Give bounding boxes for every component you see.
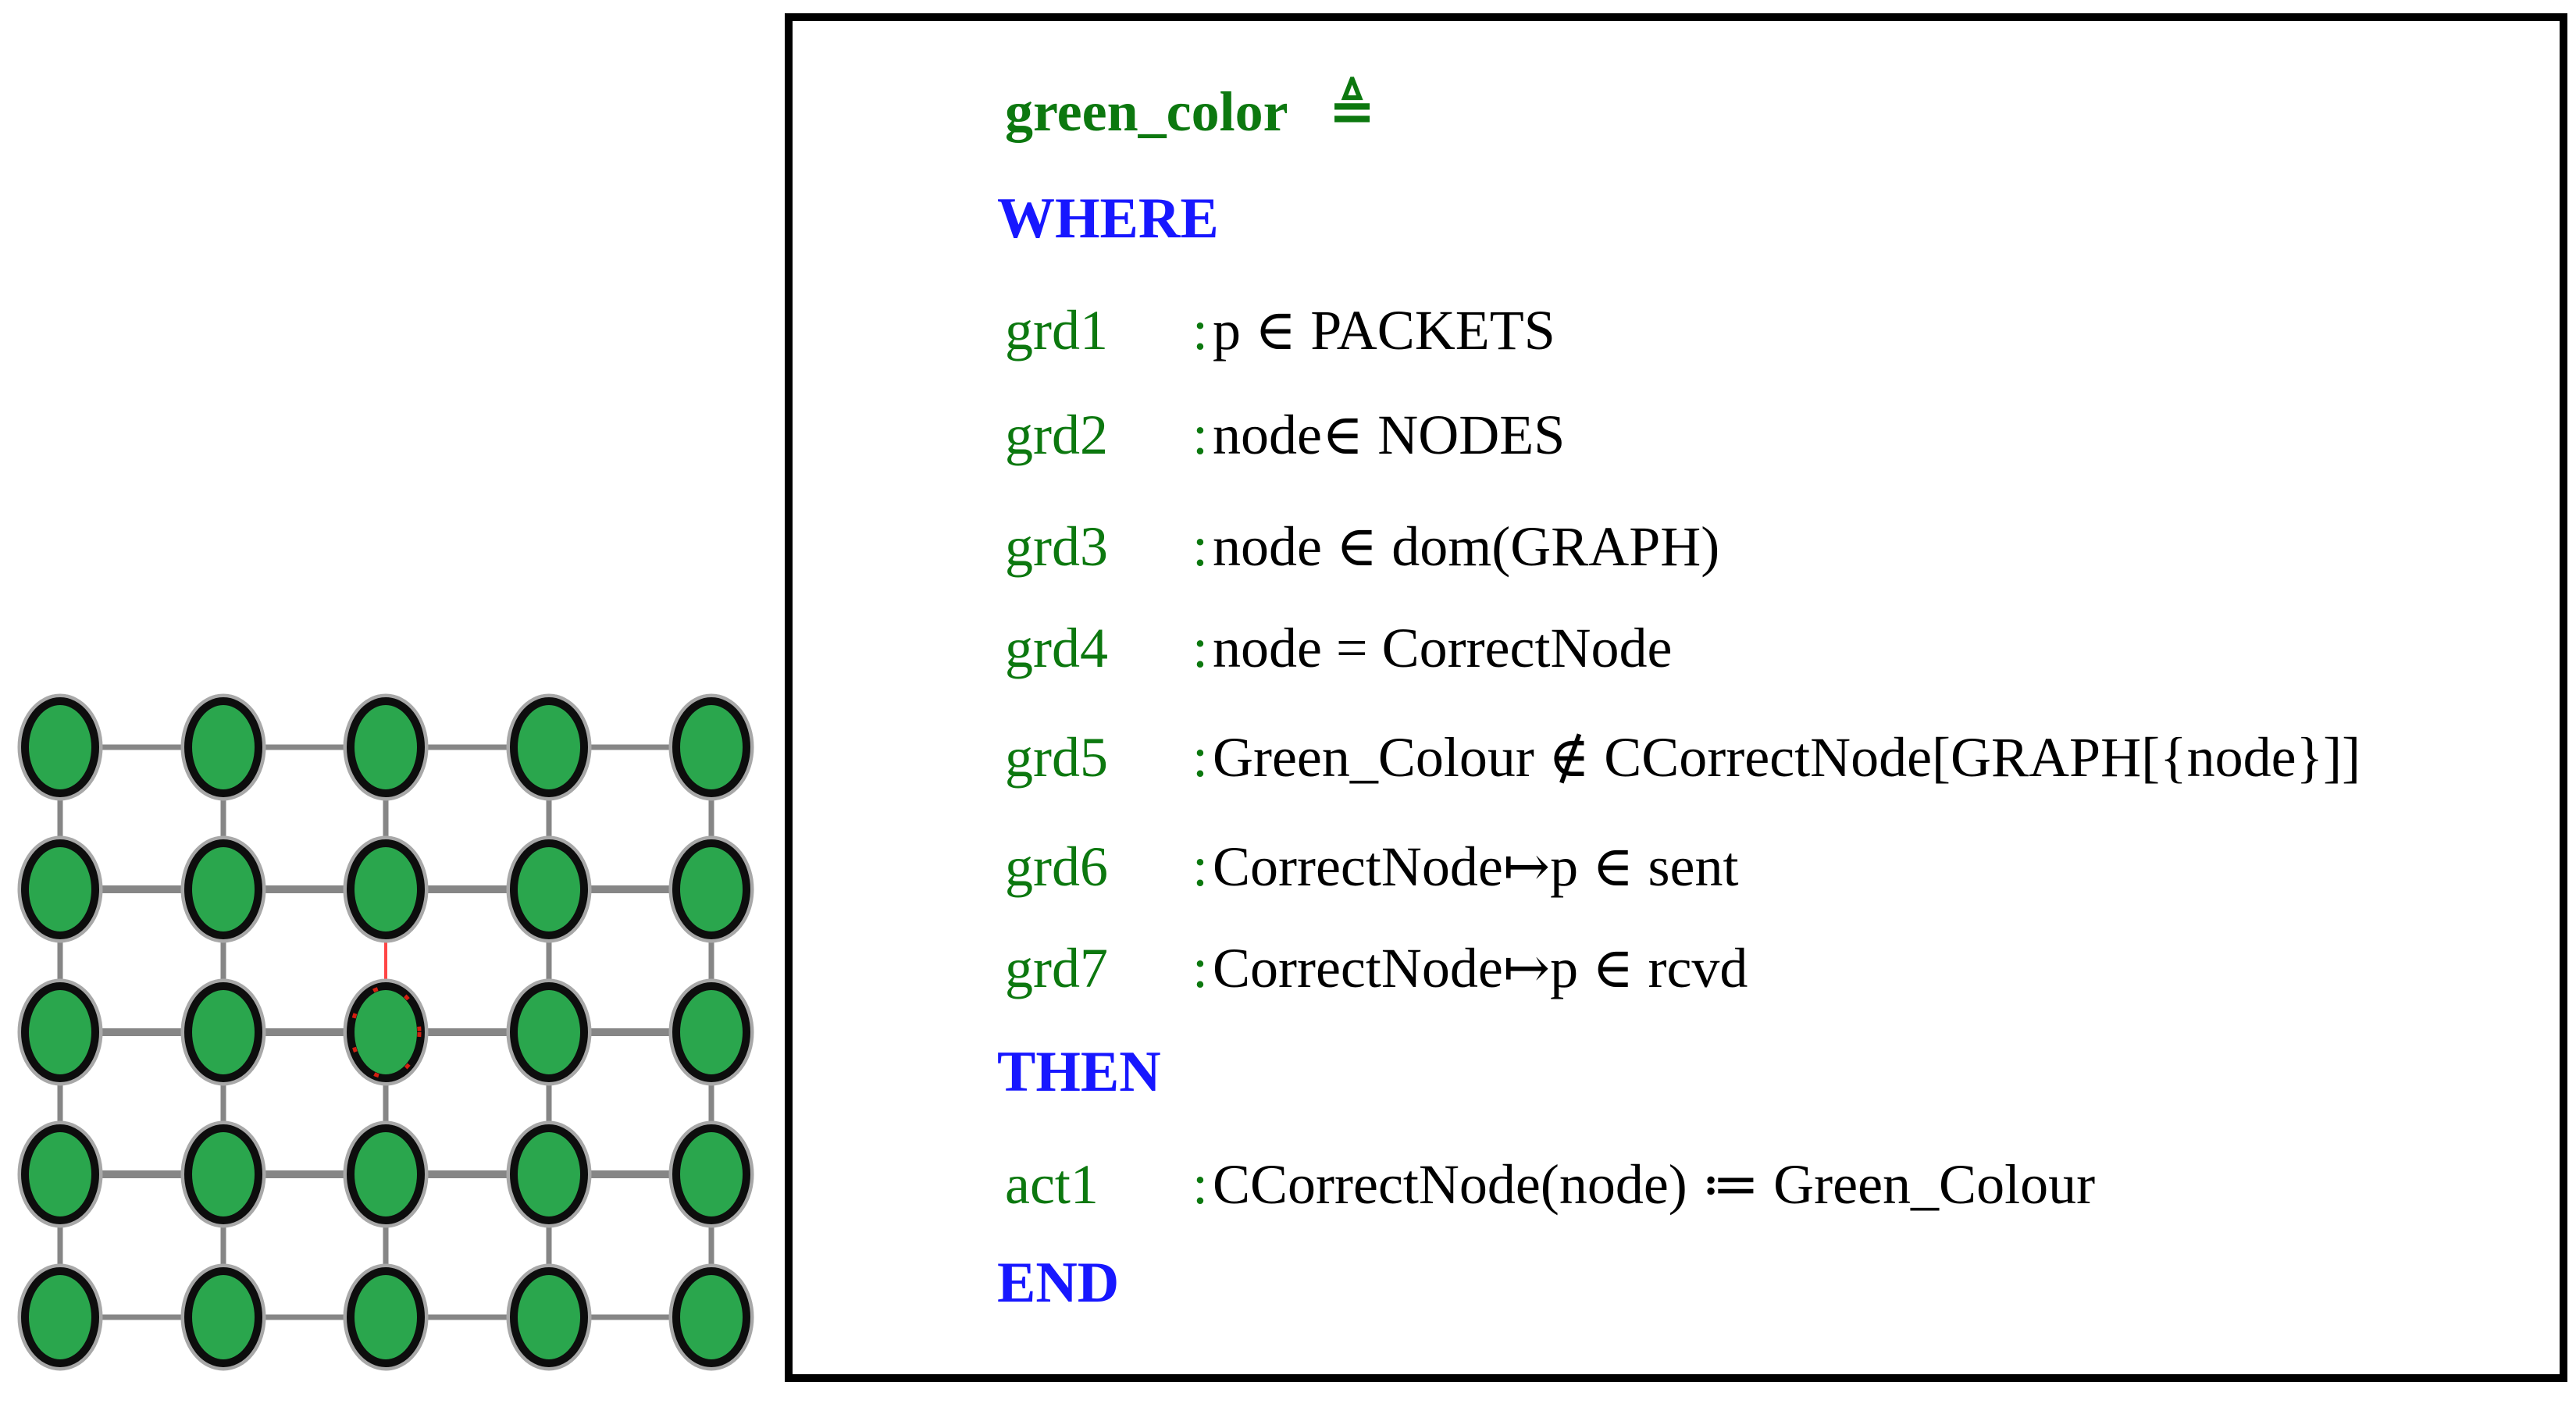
event-spec-panel: green_color≜ WHERE grd1:p ∈ PACKETS grd2… — [785, 13, 2567, 1382]
graph-node — [672, 1267, 750, 1367]
graph-node — [184, 1124, 262, 1224]
graph-node-halo — [506, 835, 592, 943]
graph-node-halo — [180, 693, 266, 801]
graph-node-halo — [343, 693, 429, 801]
graph-node — [347, 839, 425, 939]
graph-node — [510, 1124, 588, 1224]
graph-node — [672, 982, 750, 1082]
triangle-equals-symbol: ≜ — [1328, 80, 1376, 143]
graph-node-halo — [343, 1263, 429, 1371]
guard-label: grd4 — [1005, 617, 1108, 679]
graph-node-halo — [506, 978, 592, 1086]
graph-node — [510, 697, 588, 797]
keyword-end: END — [997, 1251, 1120, 1315]
graph-node — [672, 839, 750, 939]
graph-node — [184, 839, 262, 939]
guard-label: grd1 — [1005, 299, 1108, 362]
guard-line-grd1: grd1:p ∈ PACKETS — [1005, 293, 1555, 368]
guard-predicate: CorrectNode↦p ∈ rcvd — [1213, 937, 1748, 999]
guard-label: grd2 — [1005, 404, 1108, 466]
graph-node — [347, 982, 425, 1082]
guard-colon: : — [1192, 515, 1209, 578]
guard-line-grd6: grd6:CorrectNode↦p ∈ sent — [1005, 829, 1738, 904]
guard-predicate: CorrectNode↦p ∈ sent — [1213, 835, 1739, 898]
guard-label: grd3 — [1005, 515, 1108, 578]
event-title: green_color ≜ — [1005, 74, 1376, 149]
network-grid-graph — [17, 693, 754, 1371]
graph-node — [347, 697, 425, 797]
guard-line-grd4: grd4:node = CorrectNode — [1005, 611, 1672, 686]
keyword-then: THEN — [997, 1040, 1161, 1104]
graph-node — [347, 1267, 425, 1367]
graph-node — [510, 982, 588, 1082]
guard-label: grd6 — [1005, 835, 1108, 898]
graph-node — [347, 1124, 425, 1224]
keyword-where: WHERE — [997, 187, 1219, 251]
action-line-act1: act1:CCorrectNode(node) ≔ Green_Colour — [1005, 1147, 2095, 1222]
graph-node-halo — [343, 978, 429, 1086]
guard-line-grd3: grd3:node ∈ dom(GRAPH) — [1005, 509, 1719, 584]
graph-node — [21, 697, 99, 797]
graph-node-halo — [180, 835, 266, 943]
guard-colon: : — [1192, 404, 1209, 466]
guard-line-grd2: grd2:node∈ NODES — [1005, 397, 1565, 472]
graph-node-halo — [17, 1120, 103, 1228]
graph-node-halo — [668, 978, 754, 1086]
graph-node — [672, 1124, 750, 1224]
guard-predicate: node∈ NODES — [1213, 404, 1566, 466]
action-predicate: CCorrectNode(node) ≔ Green_Colour — [1213, 1153, 2096, 1216]
graph-node-halo — [506, 693, 592, 801]
graph-node-halo — [17, 835, 103, 943]
graph-node — [21, 839, 99, 939]
guard-label: grd7 — [1005, 937, 1108, 999]
graph-node-halo — [17, 1263, 103, 1371]
graph-node-halo — [17, 978, 103, 1086]
guard-line-grd7: grd7:CorrectNode↦p ∈ rcvd — [1005, 931, 1748, 1006]
graph-node-halo — [343, 835, 429, 943]
graph-node-halo — [668, 835, 754, 943]
graph-node — [510, 839, 588, 939]
graph-node-halo — [180, 1263, 266, 1371]
graph-node-halo — [668, 1120, 754, 1228]
graph-node-halo — [180, 978, 266, 1086]
guard-predicate: node = CorrectNode — [1213, 617, 1673, 679]
guard-line-grd5: grd5:Green_Colour ∉ CCorrectNode[GRAPH[{… — [1005, 720, 2360, 795]
graph-node — [184, 982, 262, 1082]
guard-predicate: node ∈ dom(GRAPH) — [1213, 515, 1720, 578]
graph-node-halo — [506, 1263, 592, 1371]
guard-predicate: p ∈ PACKETS — [1213, 299, 1555, 362]
guard-label: grd5 — [1005, 726, 1108, 789]
graph-node — [184, 697, 262, 797]
guard-colon: : — [1192, 835, 1209, 898]
graph-node — [184, 1267, 262, 1367]
guard-predicate: Green_Colour ∉ CCorrectNode[GRAPH[{node}… — [1213, 726, 2361, 789]
guard-colon: : — [1192, 937, 1209, 999]
graph-node-halo — [668, 693, 754, 801]
event-title-name: green_color — [1005, 80, 1288, 143]
graph-node — [21, 1124, 99, 1224]
guard-colon: : — [1192, 299, 1209, 362]
graph-node — [21, 982, 99, 1082]
graph-node-halo — [343, 1120, 429, 1228]
action-label: act1 — [1005, 1153, 1099, 1216]
guard-colon: : — [1192, 726, 1209, 789]
graph-node — [672, 697, 750, 797]
graph-node-halo — [180, 1120, 266, 1228]
action-colon: : — [1192, 1153, 1209, 1216]
graph-node-halo — [17, 693, 103, 801]
graph-node-halo — [668, 1263, 754, 1371]
graph-node-halo — [506, 1120, 592, 1228]
guard-colon: : — [1192, 617, 1209, 679]
graph-node — [510, 1267, 588, 1367]
marked-node-outline — [350, 985, 422, 1079]
graph-node — [21, 1267, 99, 1367]
